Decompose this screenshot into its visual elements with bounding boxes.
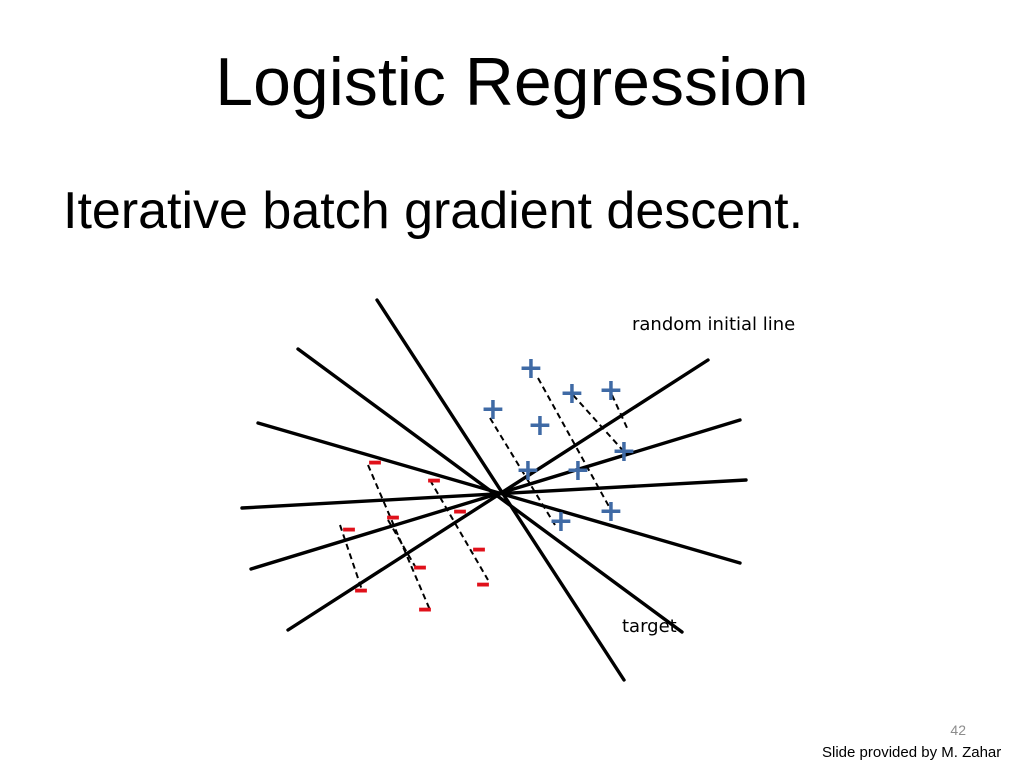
negative-point: – bbox=[418, 591, 433, 626]
negative-point: – bbox=[342, 511, 357, 546]
projection-dash-line bbox=[572, 394, 628, 456]
projection-dash-line bbox=[537, 377, 613, 513]
negative-points: –––––––––– bbox=[342, 444, 491, 626]
negative-point: – bbox=[413, 549, 428, 584]
projection-dashes bbox=[339, 377, 629, 611]
positive-point: + bbox=[518, 351, 543, 386]
negative-point: – bbox=[472, 531, 487, 566]
projection-dash-line bbox=[339, 524, 363, 591]
slide-title: Logistic Regression bbox=[215, 44, 809, 120]
positive-point: + bbox=[598, 494, 623, 529]
page-number: 42 bbox=[950, 722, 966, 738]
target-line-label: target bbox=[622, 616, 677, 637]
positive-point: + bbox=[548, 504, 573, 539]
candidate-line bbox=[249, 418, 742, 571]
positive-point: + bbox=[611, 434, 636, 469]
projection-dash-line bbox=[489, 417, 556, 526]
positive-point: + bbox=[565, 453, 590, 488]
positive-point: + bbox=[598, 373, 623, 408]
negative-point: – bbox=[386, 499, 401, 534]
negative-point: – bbox=[368, 444, 383, 479]
slide-credit: Slide provided by M. Zahar bbox=[822, 744, 1002, 761]
positive-points: ++++++++++ bbox=[480, 351, 636, 539]
negative-point: – bbox=[354, 572, 369, 607]
slide-bullet: Iterative batch gradient descent. bbox=[63, 182, 804, 240]
projection-dash-line bbox=[367, 464, 431, 611]
negative-point: – bbox=[427, 462, 442, 497]
candidate-lines bbox=[240, 298, 748, 682]
positive-point: + bbox=[559, 376, 584, 411]
positive-point: + bbox=[515, 453, 540, 488]
random-initial-line-label: random initial line bbox=[632, 314, 796, 335]
projection-dash-line bbox=[611, 394, 629, 431]
negative-point: – bbox=[453, 493, 468, 528]
positive-point: + bbox=[480, 392, 505, 427]
negative-point: – bbox=[476, 566, 491, 601]
positive-point: + bbox=[527, 408, 552, 443]
target-line bbox=[375, 298, 626, 682]
